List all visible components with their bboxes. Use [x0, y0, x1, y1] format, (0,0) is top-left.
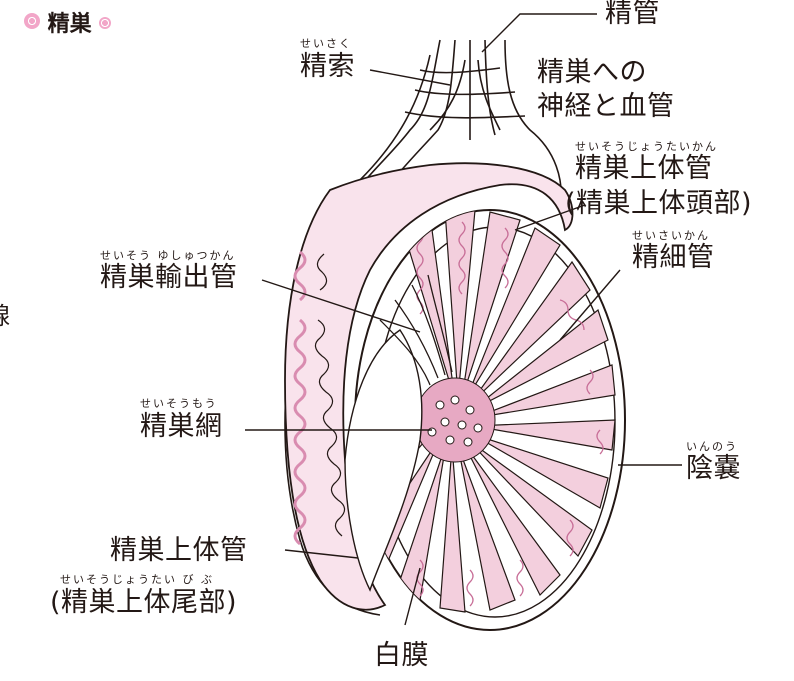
label-epididymis-tail-sub: (精巣上体尾部) [50, 587, 237, 619]
ruby-epididymis-tail: せいそうじょうたい び ぶ [60, 574, 214, 586]
label-vas-deferens: 精管 [605, 0, 660, 30]
ruby-scrotum: いんのう [686, 441, 738, 453]
ruby-spermatic-cord: せいさく [300, 38, 352, 50]
label-nerves-vessels-2: 神経と血管 [537, 91, 675, 123]
label-rete: 精巣網 [140, 411, 223, 443]
label-nerves-vessels-1: 精巣への [537, 57, 647, 89]
label-epididymis-head-sub: (精巣上体頭部) [565, 188, 752, 220]
ruby-efferent: せいそう ゆしゅつかん [100, 250, 236, 262]
ruby-rete: せいそうもう [140, 398, 218, 410]
leader-vas-deferens [482, 14, 597, 52]
label-tunica-albuginea: 白膜 [374, 640, 429, 672]
rete-testis-mesh [415, 378, 495, 462]
ruby-seminiferous: せいさいかん [632, 230, 710, 242]
ruby-epididymis-head: せいそうじょうたいかん [575, 141, 718, 153]
label-efferent: 精巣輸出管 [100, 262, 238, 294]
label-epididymis-head: 精巣上体管 [575, 153, 713, 185]
label-seminiferous: 精細管 [632, 242, 715, 274]
label-scrotum: 陰嚢 [686, 453, 741, 485]
label-spermatic-cord: 精索 [300, 51, 355, 83]
label-epididymis-tail: 精巣上体管 [110, 535, 248, 567]
